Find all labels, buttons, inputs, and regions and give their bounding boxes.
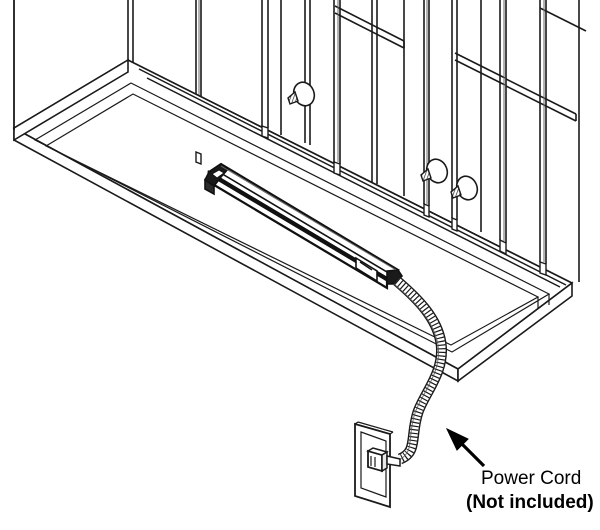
power-cord-shade (393, 283, 439, 461)
under-cabinet-light-bar (203, 162, 404, 290)
outlet-plate-edge (354, 421, 359, 425)
knob-left-icon (287, 81, 316, 107)
power-cord-callout (445, 427, 486, 468)
door-mullion-rails (334, 5, 587, 122)
power-cord-strands (394, 277, 446, 463)
light-bar-highlight (220, 165, 397, 271)
light-bar-switch-plate (355, 256, 378, 283)
cabinet-door-notches (195, 125, 547, 276)
door-knobs (287, 81, 479, 201)
outlet-plate-edge (357, 421, 394, 433)
knob-right-icon (450, 175, 479, 201)
cabinet-left-rail-face (13, 58, 129, 142)
knob-middle-icon (420, 158, 449, 184)
callout-leader-line (458, 440, 486, 468)
plug-side (381, 450, 388, 473)
power-cord-label-line2: (Not included) (466, 492, 594, 513)
cabinet-back-rail (127, 59, 573, 288)
power-plug (366, 447, 401, 473)
power-cord (393, 276, 447, 465)
power-cord-label-line1: Power Cord (481, 468, 581, 489)
cabinet-right-end (457, 281, 573, 383)
callout-arrowhead (445, 427, 469, 451)
light-bar-left-end-cap (203, 163, 230, 196)
wall-outlet (354, 421, 401, 509)
plug-strain-relief (386, 455, 401, 467)
